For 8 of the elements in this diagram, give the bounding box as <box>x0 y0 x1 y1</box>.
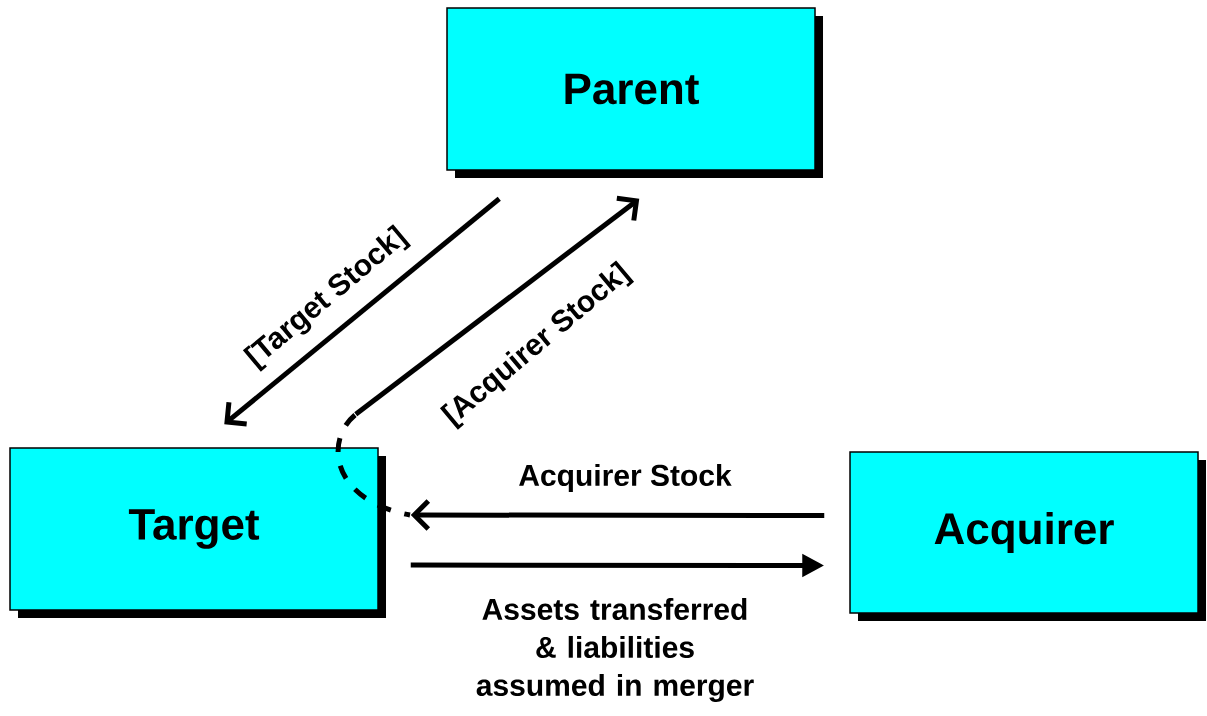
entity-box: Target <box>9 447 386 618</box>
arrow <box>354 195 640 417</box>
entity-box: Parent <box>446 7 823 178</box>
edge-label: Assets transferred & liabilities assumed in merger <box>476 597 754 703</box>
arrow <box>224 196 501 427</box>
arrow <box>410 499 825 531</box>
edge-label: Acquirer Stock <box>519 464 732 492</box>
entity-box: Acquirer <box>849 451 1206 621</box>
